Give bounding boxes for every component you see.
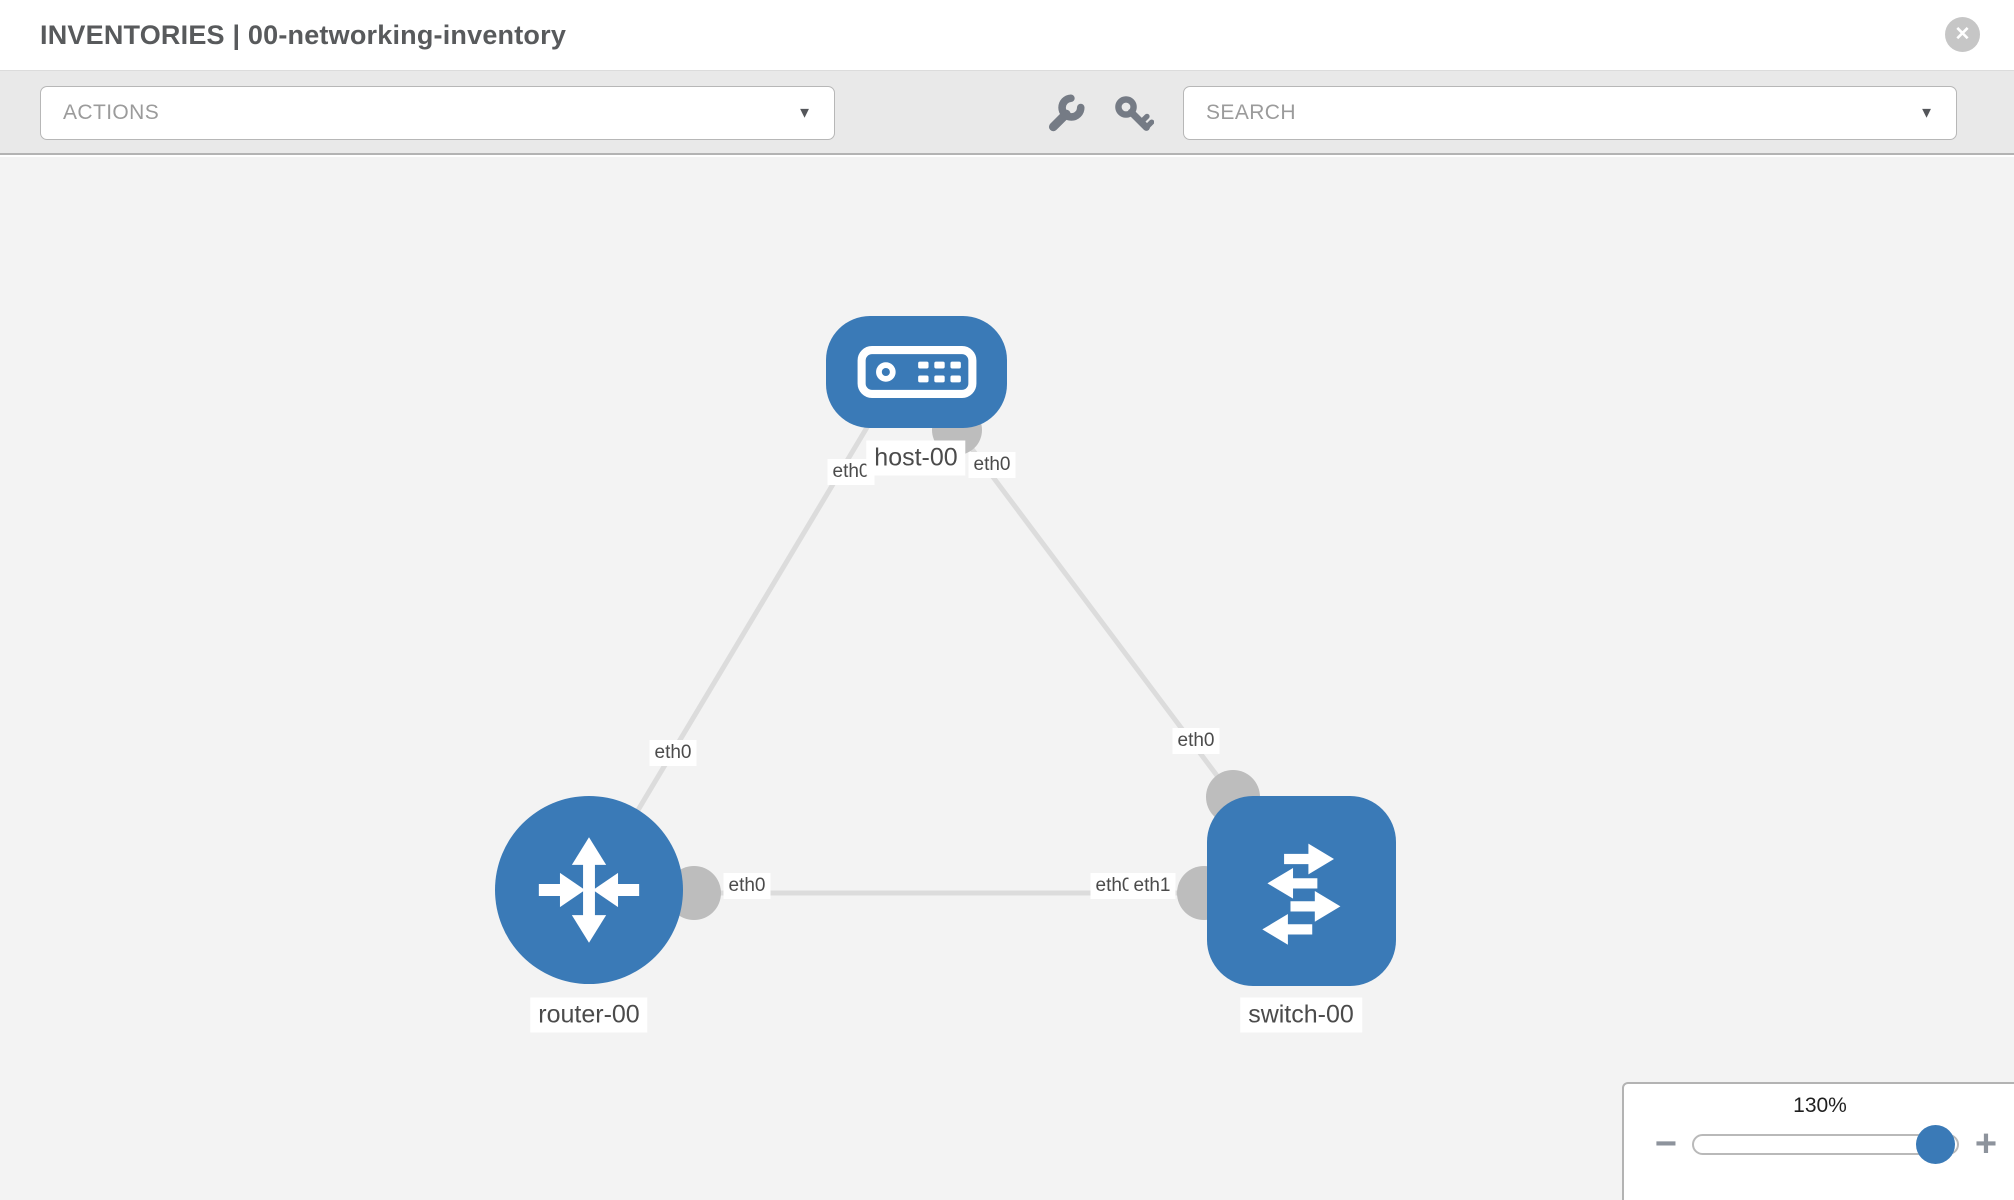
zoom-slider-thumb[interactable]	[1916, 1125, 1955, 1164]
toolbar: ACTIONS ▼ SEARCH ▼	[0, 71, 2014, 155]
plus-icon: +	[1974, 1123, 1998, 1165]
links-layer	[586, 405, 1301, 920]
zoom-out-button[interactable]: −	[1644, 1122, 1688, 1166]
page-title: INVENTORIES | 00-networking-inventory	[40, 20, 567, 50]
zoom-slider-track[interactable]	[1692, 1125, 1959, 1164]
search-dropdown[interactable]: SEARCH ▼	[1183, 86, 1957, 140]
topology-canvas[interactable]: eth0 eth0 eth0 eth0 eth0 eth0 eth1 host-…	[0, 157, 2014, 1200]
wrench-button[interactable]	[1040, 89, 1090, 139]
key-icon	[1115, 96, 1154, 131]
minus-icon: −	[1654, 1123, 1678, 1165]
node-label-switch-00: switch-00	[1240, 997, 1362, 1033]
chevron-down-icon: ▼	[1919, 104, 1934, 122]
search-dropdown-label: SEARCH	[1206, 101, 1296, 124]
interface-label-eth0: eth0	[723, 873, 771, 899]
actions-dropdown-label: ACTIONS	[63, 101, 160, 124]
interface-label-eth0: eth0	[1172, 728, 1220, 754]
close-button[interactable]: ✕	[1945, 17, 1980, 52]
close-icon: ✕	[1954, 24, 1971, 45]
switch-icon	[1261, 843, 1340, 945]
chevron-down-icon: ▼	[797, 104, 812, 122]
interface-label-eth1: eth1	[1128, 873, 1176, 899]
header: INVENTORIES | 00-networking-inventory ✕	[0, 0, 2014, 71]
node-host-00[interactable]	[826, 316, 1007, 428]
interface-label-eth0: eth0	[968, 452, 1016, 478]
zoom-panel: 130% − +	[1622, 1082, 2014, 1200]
node-label-host-00: host-00	[866, 440, 966, 476]
node-router-00[interactable]	[495, 796, 683, 984]
zoom-level-value: 130%	[1793, 1094, 1847, 1117]
key-button[interactable]	[1108, 89, 1158, 139]
zoom-in-button[interactable]: +	[1964, 1122, 2008, 1166]
host-icon	[857, 346, 976, 398]
interface-label-eth0: eth0	[827, 459, 875, 485]
node-label-router-00: router-00	[530, 997, 648, 1033]
actions-dropdown[interactable]: ACTIONS ▼	[40, 86, 835, 140]
wrench-icon	[1048, 94, 1085, 132]
node-switch-00[interactable]	[1207, 796, 1396, 986]
router-icon	[538, 837, 640, 943]
interface-label-eth0: eth0	[649, 740, 697, 766]
